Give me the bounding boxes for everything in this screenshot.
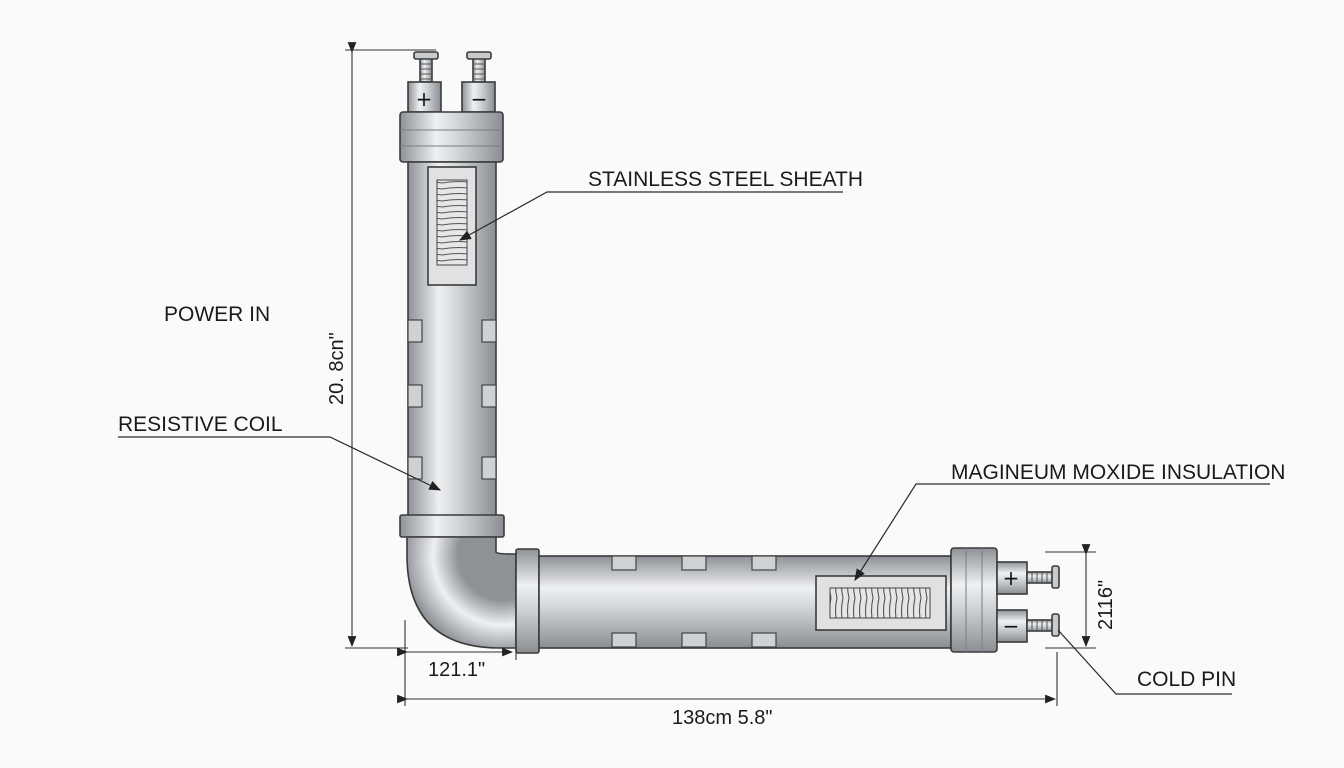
right-minus-sign: − <box>1003 614 1020 638</box>
dim-overall-length: 138cm 5.8" <box>672 707 773 729</box>
top-terminal-screws <box>413 51 492 83</box>
elbow-collar-horizontal <box>515 548 540 654</box>
leader-lines <box>118 191 1270 695</box>
dim-terminal-height: 2116" <box>1095 580 1117 630</box>
label-cold-pin: COLD PIN <box>1137 668 1236 691</box>
right-terminal-blocks: + − <box>996 561 1028 643</box>
label-magnesium-oxide-insulation: MAGINEUM MOXIDE INSULATION <box>951 461 1285 484</box>
elbow-collar-vertical <box>399 514 505 538</box>
horizontal-tube-slots <box>611 555 777 648</box>
top-plus-sign: + <box>416 87 433 111</box>
vertical-coil-window <box>427 166 477 286</box>
right-plus-sign: + <box>1003 566 1020 590</box>
right-terminal-screws <box>1026 565 1060 637</box>
dimension-lines <box>345 42 1096 706</box>
label-power-in: POWER IN <box>164 303 270 326</box>
dim-elbow-offset: 121.1" <box>428 659 485 681</box>
horizontal-coil-window <box>815 575 947 631</box>
vertical-tube-slots <box>407 319 497 480</box>
right-collar <box>950 547 998 653</box>
top-collar <box>399 111 504 163</box>
label-stainless-steel-sheath: STAINLESS STEEL SHEATH <box>588 168 863 191</box>
top-terminal-blocks: + − <box>407 81 496 113</box>
top-minus-sign: − <box>471 87 488 111</box>
dim-vertical-height: 20. 8cn" <box>326 332 348 405</box>
elbow-bend <box>406 536 517 649</box>
label-resistive-coil: RESISTIVE COIL <box>118 413 283 436</box>
